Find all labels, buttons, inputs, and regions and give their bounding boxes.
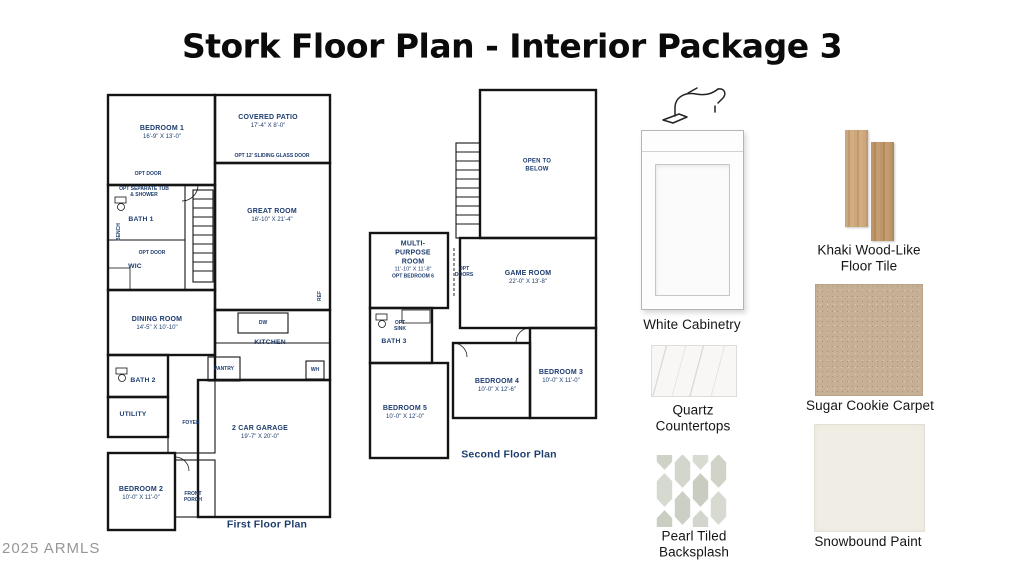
room-label-kitchen: KITCHEN: [254, 338, 286, 346]
label-ref: REF: [316, 291, 323, 301]
finish-label-quartz-countertops: Quartz Countertops: [655, 402, 731, 434]
label-water-heater: WH: [310, 366, 320, 373]
label-foyer: FOYER: [182, 419, 200, 426]
room-label-bath-1: BATH 1: [128, 215, 154, 223]
second-floor-caption: Second Floor Plan: [461, 448, 557, 461]
sugar-cookie-carpet-swatch: [815, 284, 923, 396]
armls-watermark: 2025 ARMLS: [2, 540, 101, 557]
room-label-bedroom-4: BEDROOM 4 10'-0" X 12'-6": [474, 377, 520, 393]
room-label-bedroom-3: BEDROOM 3 10'-0" X 11'-0": [538, 368, 584, 384]
khaki-wood-tile-swatch: [845, 130, 895, 241]
room-label-bath-3: BATH 3: [381, 337, 407, 345]
label-open-to-below: OPEN TO BELOW: [522, 158, 552, 173]
snowbound-paint-swatch: [814, 424, 925, 532]
room-label-bedroom-2: BEDROOM 2 10'-0" X 11'-0": [118, 485, 164, 501]
room-label-utility: UTILITY: [119, 410, 147, 418]
page-title: Stork Floor Plan - Interior Package 3: [181, 26, 843, 66]
pearl-tile-swatch: [656, 455, 728, 527]
room-label-garage: 2 CAR GARAGE 19'-7" X 20'-0": [231, 424, 289, 440]
finish-label-pearl-backsplash: Pearl Tiled Backsplash: [658, 528, 730, 560]
white-cabinetry-swatch: [641, 130, 744, 310]
cabinet-door-panel: [655, 164, 730, 296]
second-floor-plan: OPEN TO BELOW MULTI-PURPOSE ROOM 11'-10"…: [368, 86, 598, 468]
room-label-multi-purpose: MULTI-PURPOSE ROOM 11'-10" X 11'-8" OPT …: [392, 240, 434, 280]
label-dishwasher: DW: [258, 319, 268, 326]
note-opt-sliding-door: OPT 12' SLIDING GLASS DOOR: [234, 152, 310, 159]
finish-label-white-cabinetry: White Cabinetry: [643, 316, 741, 332]
note-opt-tub-shower: OPT SEPARATE TUB & SHOWER: [119, 185, 169, 198]
label-pantry: PANTRY: [214, 365, 234, 372]
quartz-countertop-swatch: [651, 345, 737, 397]
first-floor-plan: BEDROOM 1 16'-9" X 13'-0" COVERED PATIO …: [100, 85, 335, 535]
wood-plank: [845, 130, 868, 227]
room-label-game-room: GAME ROOM 22'-0" X 13'-8": [504, 269, 552, 285]
first-floor-caption: First Floor Plan: [226, 518, 308, 531]
finish-label-snowbound-paint: Snowbound Paint: [814, 533, 922, 549]
finish-label-khaki-tile: Khaki Wood-Like Floor Tile: [817, 242, 921, 274]
room-label-wic: WIC: [128, 262, 142, 270]
second-floor-walls-drawing: [368, 88, 598, 460]
room-label-bedroom-5: BEDROOM 5 10'-0" X 12'-0": [382, 404, 428, 420]
wood-plank: [871, 142, 894, 241]
label-bench: BENCH: [115, 223, 122, 241]
note-opt-sink: OPT SINK: [394, 319, 406, 332]
room-label-covered-patio: COVERED PATIO 17'-4" X 8'-0": [238, 113, 298, 129]
finish-label-sugar-cookie-carpet: Sugar Cookie Carpet: [806, 397, 934, 413]
first-floor-walls-drawing: [106, 93, 332, 532]
room-label-bedroom-1: BEDROOM 1 16'-9" X 13'-0": [139, 124, 185, 140]
faucet-icon: [662, 87, 726, 124]
note-opt-door-top: OPT DOOR: [134, 170, 162, 177]
room-label-great-room: GREAT ROOM 16'-10" X 21'-4": [247, 207, 297, 223]
room-label-bath-2: BATH 2: [130, 376, 156, 384]
note-opt-doors: OPT DOORS: [454, 265, 474, 278]
label-front-porch: FRONT PORCH: [183, 490, 203, 503]
note-opt-door-mid: OPT DOOR: [138, 249, 166, 256]
room-label-dining-room: DINING ROOM 14'-5" X 10'-10": [131, 315, 183, 331]
cabinet-rail: [642, 151, 743, 152]
